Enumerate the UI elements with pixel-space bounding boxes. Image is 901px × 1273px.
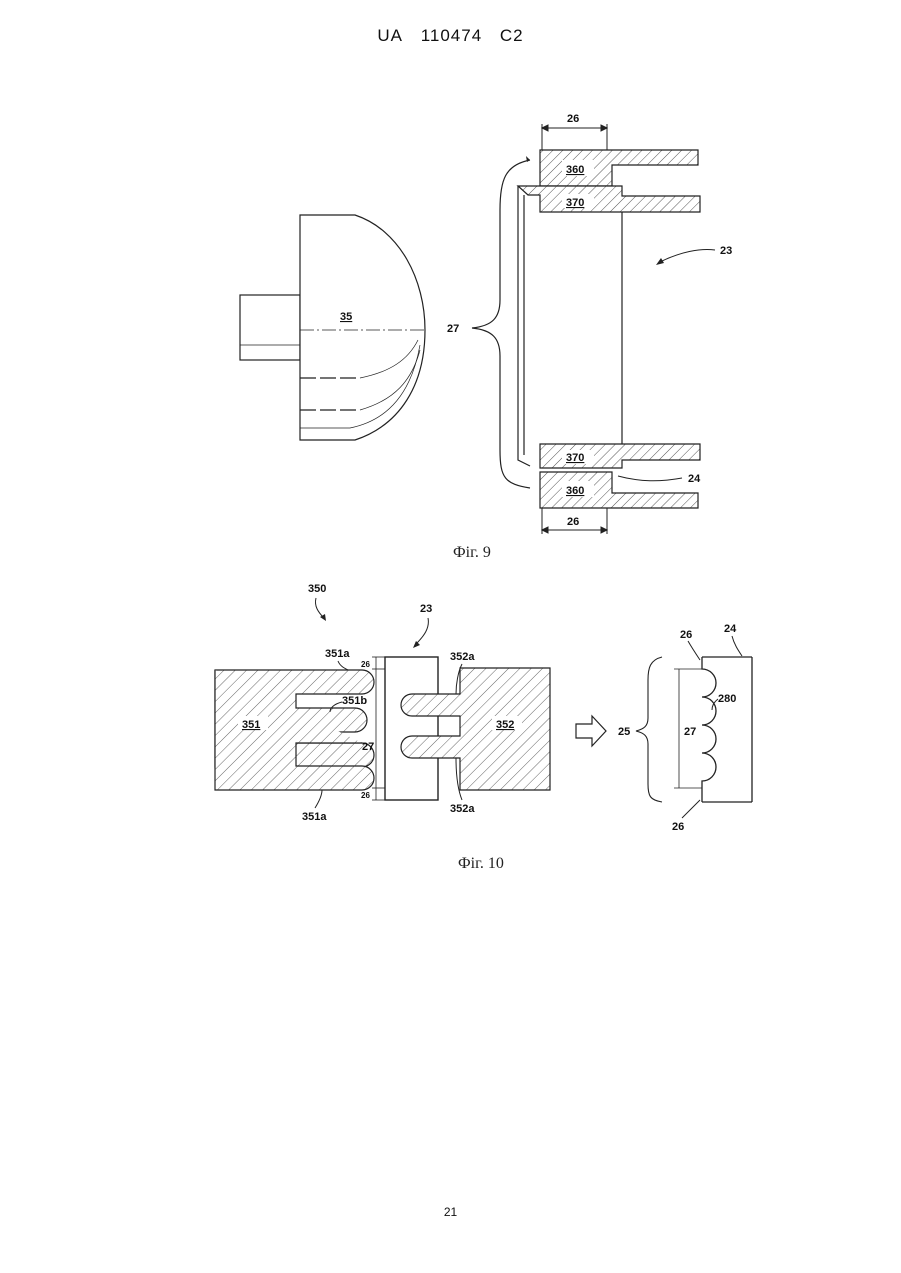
label-352a-top: 352a: [450, 651, 475, 663]
label-360-bottom: 360: [566, 485, 584, 497]
label-351a-top: 351a: [325, 648, 350, 660]
label-350: 350: [308, 583, 326, 595]
label-23-fig10: 23: [420, 603, 432, 615]
label-351b: 351b: [342, 695, 367, 707]
label-26-bottom: 26: [567, 516, 579, 528]
label-360-top: 360: [566, 164, 584, 176]
label-352: 352: [496, 719, 514, 731]
page-number: 21: [0, 1205, 901, 1219]
label-370-bottom: 370: [566, 452, 584, 464]
header-kind: C2: [500, 26, 524, 45]
label-27-right: 27: [684, 726, 696, 738]
label-27-fig10: 27: [362, 741, 374, 753]
label-27: 27: [447, 323, 459, 335]
leader-24: [618, 476, 682, 481]
label-26-right-bottom: 26: [672, 821, 684, 833]
label-351a-bottom: 351a: [302, 811, 327, 823]
label-25: 25: [618, 726, 630, 738]
tool-360-top: [518, 150, 700, 212]
label-35: 35: [340, 311, 352, 323]
label-352a-bottom: 352a: [450, 803, 475, 815]
cylinder-23: [518, 186, 622, 466]
label-370-top: 370: [566, 197, 584, 209]
label-23: 23: [720, 245, 732, 257]
dimension-26-top: [542, 124, 607, 150]
label-351: 351: [242, 719, 260, 731]
punch-35: [240, 215, 425, 440]
label-26-top: 26: [567, 113, 579, 125]
label-24-right: 24: [724, 623, 737, 635]
header-office: UA: [377, 26, 403, 45]
leader-23: [660, 250, 715, 263]
label-24: 24: [688, 473, 701, 485]
cylinder-23-wall: [385, 657, 438, 800]
document-header: UA 110474 C2: [0, 26, 901, 46]
label-280: 280: [718, 693, 736, 705]
figure-10-caption: Фіг. 10: [458, 855, 504, 872]
label-26-fig10-bottom: 26: [361, 791, 370, 800]
brace-27: [472, 160, 530, 488]
figure-9-caption: Фіг. 9: [453, 544, 491, 561]
brace-25: [636, 657, 662, 802]
label-26-fig10-top: 26: [361, 660, 370, 669]
figure-9: 35 360 370 370 360 26 26 27: [0, 100, 901, 570]
process-arrow: [576, 716, 606, 746]
header-number: 110474: [421, 26, 482, 45]
formed-wall: [702, 657, 752, 802]
figure-10: 350 351 352 23 351a 351b 351a 352a 352a …: [0, 575, 901, 875]
label-26-right-top: 26: [680, 629, 692, 641]
